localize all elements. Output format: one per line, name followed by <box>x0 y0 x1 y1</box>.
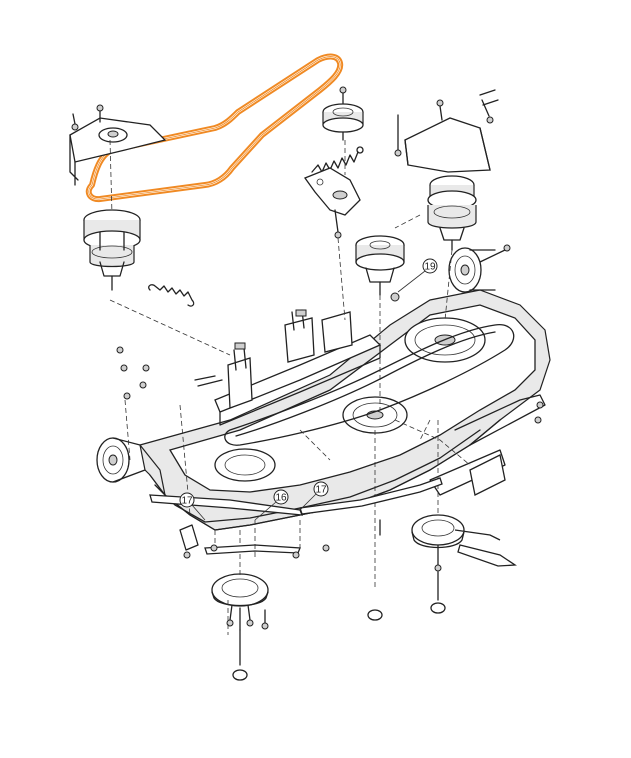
blade-hub-left <box>211 530 269 681</box>
right-belt-cover <box>394 89 499 173</box>
blade-hub-right <box>411 420 465 614</box>
top-idler-pulley <box>303 86 364 239</box>
callout-label: 16 <box>275 493 287 504</box>
center-spindle-assembly <box>355 235 405 410</box>
right-spindle-assembly <box>394 175 477 251</box>
left-belt-cover <box>69 104 167 216</box>
gauge-wheel-left-front <box>96 437 146 483</box>
callout-label: 19 <box>424 262 436 273</box>
tension-spring-left <box>148 284 195 307</box>
callout-label: 17 <box>315 485 327 496</box>
callout-17-right: 17 <box>299 481 329 511</box>
callout-label: 17 <box>181 496 193 507</box>
hardware-bolts <box>116 292 544 560</box>
gauge-wheel-right-rear <box>448 244 511 293</box>
mower-deck-shell <box>139 289 551 531</box>
callout-17-left: 17 <box>179 492 206 521</box>
callout-19: 19 <box>397 258 438 293</box>
deck-drive-belt <box>85 53 344 203</box>
blade-hub-center-nut <box>367 430 383 621</box>
deck-hanger-brackets <box>227 309 353 409</box>
callout-16: 16 <box>254 489 289 521</box>
left-spindle-assembly <box>83 209 141 291</box>
